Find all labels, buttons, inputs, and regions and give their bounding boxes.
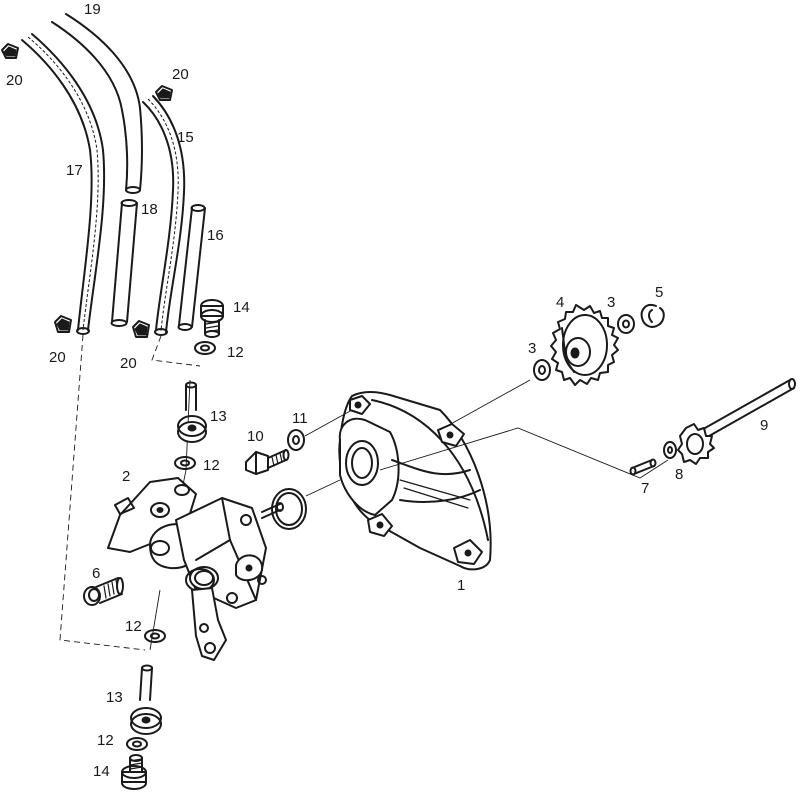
hose-17 [21, 33, 106, 335]
leader-o-ring [305, 479, 341, 497]
callout-3-right: 3 [607, 294, 615, 311]
hose-16 [177, 204, 206, 331]
o-ring [271, 488, 307, 530]
callout-2: 2 [122, 468, 130, 485]
clip-20-top-right [155, 85, 173, 101]
oil-pump-2 [107, 477, 284, 661]
circlip-5 [640, 304, 665, 328]
callout-3-left: 3 [528, 340, 536, 357]
leader-shaft [379, 427, 669, 479]
callout-labels: 19 20 20 15 17 18 16 14 20 20 12 13 12 1… [6, 1, 768, 780]
pin-7 [629, 458, 657, 476]
washer-3-left [533, 359, 551, 381]
callout-12-d: 12 [97, 732, 114, 749]
callout-6: 6 [92, 565, 100, 582]
callout-13-upper: 13 [210, 408, 227, 425]
callout-9: 9 [760, 417, 768, 434]
callout-4: 4 [556, 294, 564, 311]
screw-14-upper [200, 299, 224, 338]
washer-3-right [617, 314, 635, 334]
hose-18 [110, 199, 138, 327]
pump-shaft-9 [677, 378, 796, 465]
hose-15 [142, 95, 186, 336]
bolt-10 [245, 449, 290, 475]
assembly-line-left [59, 334, 146, 651]
callout-20-top-left: 20 [6, 72, 23, 89]
assembly-line-upper [151, 335, 201, 367]
housing-cover-1 [338, 391, 492, 571]
washer-12-b [174, 456, 196, 470]
callout-16: 16 [207, 227, 224, 244]
screw-14-lower [121, 754, 147, 790]
washer-8 [663, 441, 677, 459]
callout-10: 10 [247, 428, 264, 445]
callout-14-lower: 14 [93, 763, 110, 780]
banjo-fitting-13-upper [177, 381, 207, 443]
hose-19 [51, 13, 143, 194]
leader-11 [304, 409, 353, 437]
callout-8: 8 [675, 466, 683, 483]
callout-20-bottom-left: 20 [49, 349, 66, 366]
callout-20-top-right: 20 [172, 66, 189, 83]
callout-12-b: 12 [203, 457, 220, 474]
washer-11 [287, 429, 305, 451]
washer-12-a [194, 341, 216, 355]
callout-18: 18 [141, 201, 158, 218]
washer-12-d [126, 737, 148, 751]
callout-20-bottom-right: 20 [120, 355, 137, 372]
clip-20-bottom-right [132, 320, 150, 338]
callout-7: 7 [641, 480, 649, 497]
banjo-fitting-13-lower [130, 664, 162, 735]
gear-4 [550, 304, 619, 386]
screw-6 [83, 577, 124, 606]
callout-19: 19 [84, 1, 101, 18]
callout-1: 1 [457, 577, 465, 594]
callout-13-lower: 13 [106, 689, 123, 706]
clip-20-top-left [1, 43, 19, 59]
callout-14-upper: 14 [233, 299, 250, 316]
callout-5: 5 [655, 284, 663, 301]
oil-pump-pulley [185, 566, 219, 592]
callout-12-c: 12 [125, 618, 142, 635]
callout-15: 15 [177, 129, 194, 146]
assembly-line-lower [149, 589, 161, 651]
callout-11: 11 [292, 410, 308, 427]
callout-17: 17 [66, 162, 83, 179]
leader-3a [439, 379, 531, 431]
callout-12-a: 12 [227, 344, 244, 361]
clip-20-bottom-left [54, 315, 72, 333]
washer-12-c [144, 629, 166, 643]
